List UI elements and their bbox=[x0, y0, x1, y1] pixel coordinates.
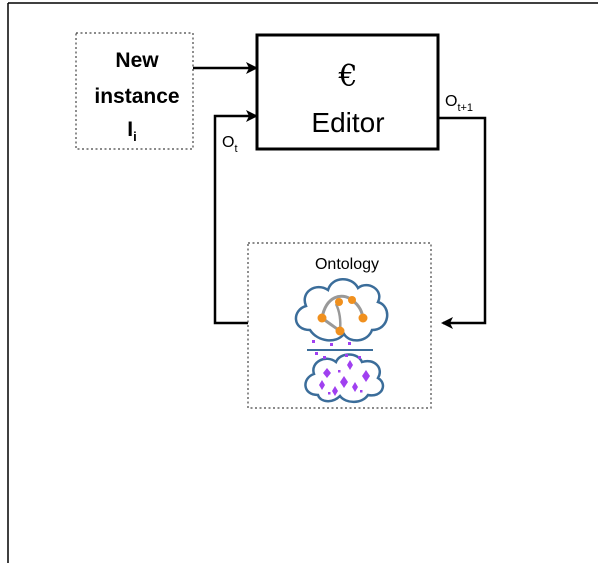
diamond-5 bbox=[319, 380, 325, 390]
editor-label: Editor bbox=[311, 107, 384, 138]
instance-symbol: I bbox=[127, 118, 133, 141]
edge-label-ot1: Ot+1 bbox=[445, 93, 473, 114]
new-instance-node: New instance Ii bbox=[75, 32, 194, 150]
diamond-3 bbox=[362, 370, 370, 382]
diamond-7 bbox=[332, 386, 338, 396]
graph-node-1 bbox=[317, 313, 327, 323]
ontology-node: Ontology bbox=[247, 242, 432, 409]
ontology-label: Ontology bbox=[315, 256, 379, 273]
new-instance-line2: instance bbox=[94, 85, 179, 108]
edge-label-ot1-base: O bbox=[445, 93, 457, 110]
dot-9 bbox=[360, 390, 363, 393]
upper-cloud-shape bbox=[294, 278, 389, 342]
dot-8 bbox=[338, 370, 341, 373]
instance-diamonds bbox=[312, 340, 370, 396]
ontology-box bbox=[247, 242, 432, 409]
new-instance-line3: Ii bbox=[127, 118, 136, 144]
diamond-2 bbox=[347, 360, 353, 370]
edge-label-ot-sub: t bbox=[234, 143, 237, 155]
ontology-to-editor-arrow bbox=[213, 110, 258, 325]
dot-6 bbox=[330, 343, 333, 346]
dot-1 bbox=[315, 352, 318, 355]
graph-node-4 bbox=[358, 313, 368, 323]
edge-label-ot1-sub: t+1 bbox=[457, 102, 473, 114]
editor-node: € Editor bbox=[255, 33, 440, 151]
diamond-4 bbox=[340, 376, 348, 388]
dot-4 bbox=[358, 356, 361, 359]
editor-symbol: € bbox=[337, 59, 357, 94]
graph-node-5 bbox=[335, 326, 345, 336]
dot-2 bbox=[323, 356, 326, 359]
diamond-1 bbox=[323, 368, 331, 378]
graph-node-2 bbox=[335, 298, 343, 306]
dot-10 bbox=[328, 392, 331, 395]
dot-5 bbox=[312, 340, 315, 343]
new-instance-line1: New bbox=[115, 49, 159, 72]
editor-box bbox=[255, 33, 440, 151]
edge-label-ot-base: O bbox=[222, 134, 234, 151]
edge-label-ot: Ot bbox=[222, 134, 238, 155]
ontology-cloud-icon bbox=[294, 278, 389, 404]
graph-node-3 bbox=[348, 296, 356, 304]
diamond-6 bbox=[352, 382, 358, 392]
dot-7 bbox=[348, 342, 351, 345]
instance-subscript: i bbox=[133, 129, 137, 144]
dot-3 bbox=[345, 354, 348, 357]
editor-to-ontology-arrow bbox=[438, 116, 487, 329]
new-instance-box bbox=[75, 32, 194, 150]
